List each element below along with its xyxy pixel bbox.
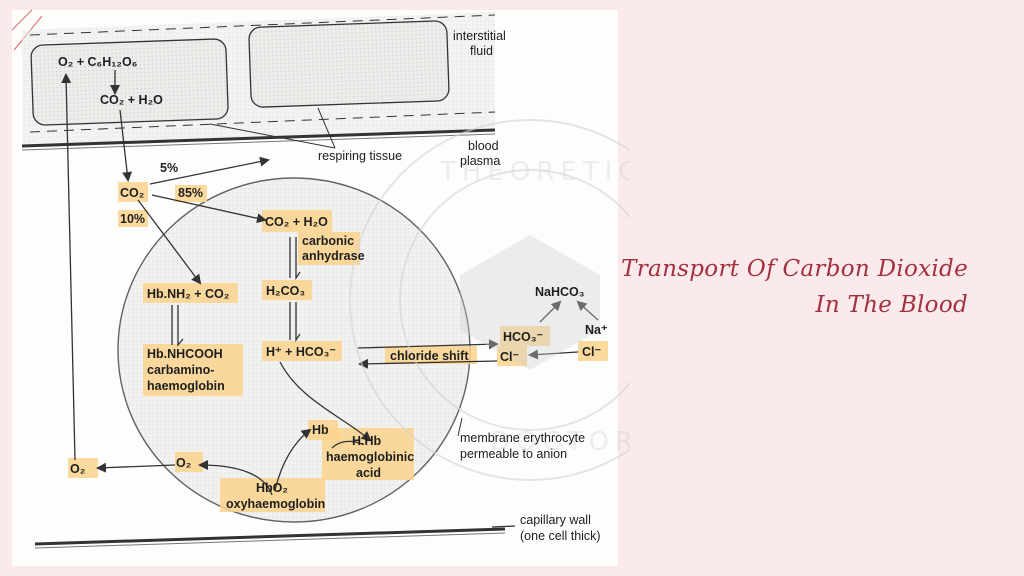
watermark-top-text: THEORETICAL (439, 157, 630, 187)
hhb-label: H.Hb (352, 434, 382, 448)
hco3-label: HCO₃⁻ (503, 330, 544, 344)
capillary-wall-label: capillary wall (520, 513, 591, 527)
slide-title-line-2: In The Blood (815, 292, 968, 318)
o2-outer-label: O₂ (70, 462, 85, 476)
labels: O₂ + C₆H₁₂O₆ CO₂ + H₂O interstitial flui… (58, 29, 608, 543)
co2-label: CO₂ (120, 186, 144, 200)
blood-plasma-label-2: plasma (460, 154, 500, 168)
watermark: THEORETICAL DOCTOR (349, 119, 630, 481)
co2-transport-diagram: THEORETICAL DOCTOR O₂ + C₆H₁₂O₆ CO₂ + H₂… (11, 9, 630, 566)
glucose-reaction: O₂ + C₆H₁₂O₆ (58, 55, 137, 69)
hbnh2-label: Hb.NH₂ + CO₂ (147, 287, 229, 301)
pct-10: 10% (120, 212, 145, 226)
diagram-svg: THEORETICAL DOCTOR O₂ + C₆H₁₂O₆ CO₂ + H₂… (11, 9, 630, 549)
haemoglobin-label: haemoglobin (147, 379, 225, 393)
respiring-tissue-label: respiring tissue (318, 149, 402, 163)
hb-label: Hb (312, 423, 329, 437)
arrows (61, 70, 599, 528)
oxyhaemoglobin-label: oxyhaemoglobin (226, 497, 325, 511)
blood-plasma-label: blood (468, 139, 499, 153)
tissue-cell (248, 20, 450, 108)
hbnhcooh-label: Hb.NHCOOH (147, 347, 223, 361)
capillary-wall (34, 527, 506, 546)
interstitial-label-2: fluid (470, 44, 493, 58)
capillary-wall-label-2: (one cell thick) (520, 529, 601, 543)
h2co3-label: H₂CO₃ (266, 284, 305, 298)
tissue-cell (30, 38, 229, 126)
na-label: Na⁺ (585, 323, 608, 337)
haemoglobinic-label: haemoglobinic (326, 450, 414, 464)
o2-inner-label: O₂ (176, 456, 191, 470)
carbamino-label: carbamino- (147, 363, 214, 377)
tissue-products: CO₂ + H₂O (100, 93, 163, 107)
chloride-shift-label: chloride shift (390, 349, 469, 363)
interstitial-label: interstitial (453, 29, 506, 43)
pct-85: 85% (178, 186, 203, 200)
corner-mark (11, 9, 33, 31)
membrane-label-2: permeable to anion (460, 447, 567, 461)
rbc-co2-h2o: CO₂ + H₂O (265, 215, 328, 229)
h-hco3-label: H⁺ + HCO₃⁻ (266, 345, 336, 359)
slide-title-line-1: Transport Of Carbon Dioxide (621, 256, 968, 282)
hbo2-label: HbO₂ (256, 481, 288, 495)
acid-label: acid (356, 466, 381, 480)
tissue-band (21, 12, 496, 151)
cl-inner-label: Cl⁻ (500, 350, 520, 364)
anhydrase-label: anhydrase (302, 249, 365, 263)
nahco3-label: NaHCO₃ (535, 285, 585, 299)
cl-outer-label: Cl⁻ (582, 345, 602, 359)
watermark-bottom-text: DOCTOR (490, 427, 630, 457)
pct-5: 5% (160, 161, 178, 175)
membrane-label: membrane erythrocyte (460, 431, 585, 445)
carbonic-label: carbonic (302, 234, 354, 248)
